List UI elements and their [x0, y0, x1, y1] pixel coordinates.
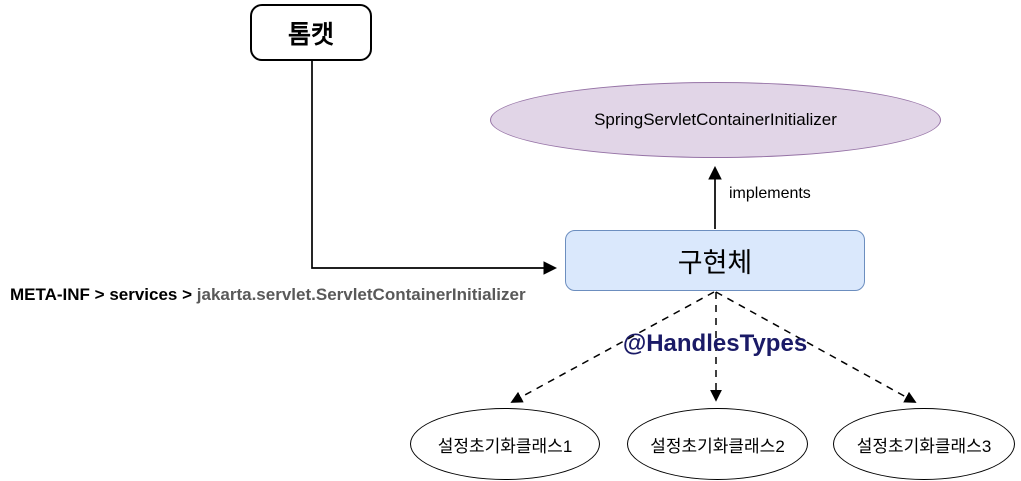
tomcat-node: 톰캣 [250, 4, 372, 61]
config-init-class-2-label: 설정초기화클래스2 [650, 436, 785, 456]
spring-servlet-container-initializer-node: SpringServletContainerInitializer [490, 82, 941, 158]
meta-inf-path-label: META-INF > services > jakarta.servlet.Se… [10, 285, 526, 305]
implementation-node: 구현체 [565, 230, 865, 291]
config-init-class-1-label: 설정초기화클래스1 [437, 436, 573, 456]
tomcat-node-label: 톰캣 [287, 20, 334, 49]
config-init-class-3-label: 설정초기화클래스3 [856, 436, 992, 456]
implements-edge-label: implements [729, 185, 811, 202]
config-init-class-2-node: 설정초기화클래스2 [627, 408, 808, 480]
tomcat-to-implementation-arrow [311, 61, 558, 275]
implementation-node-label: 구현체 [677, 248, 753, 278]
config-init-class-1-node: 설정초기화클래스1 [410, 408, 600, 480]
config-init-class-3-node: 설정초기화클래스3 [833, 408, 1015, 480]
handles-types-annotation-label: @HandlesTypes [622, 330, 808, 357]
meta-inf-path-segment: META-INF > services > [10, 285, 197, 304]
meta-inf-class-segment: jakarta.servlet.ServletContainerInitiali… [196, 285, 526, 304]
spring-servlet-container-initializer-label: SpringServletContainerInitializer [594, 110, 837, 129]
